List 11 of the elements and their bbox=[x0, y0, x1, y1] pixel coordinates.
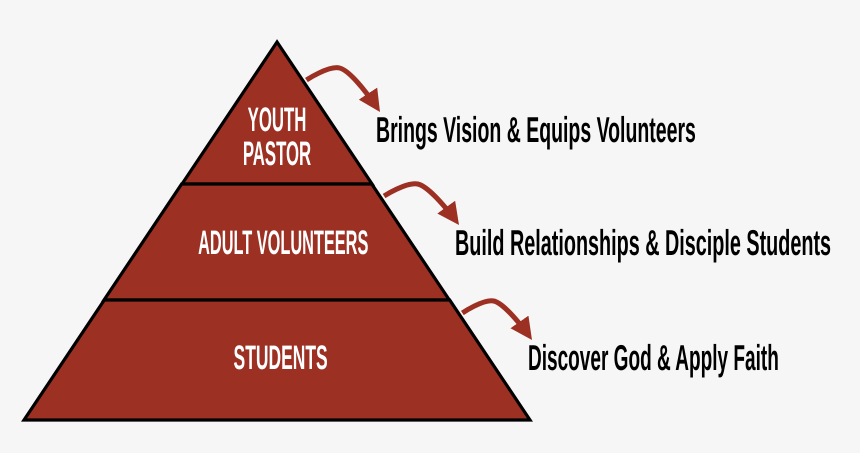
pyramid-tier bbox=[101, 181, 453, 303]
description-text: Build Relationships & Disciple Students bbox=[455, 225, 832, 261]
description-text: Discover God & Apply Faith bbox=[528, 340, 779, 376]
curved-arrow bbox=[305, 65, 382, 114]
pyramid-tier bbox=[178, 39, 376, 187]
description-text: Brings Vision & Equips Volunteers bbox=[376, 112, 696, 148]
tier-label: STUDENTS bbox=[233, 341, 328, 375]
curved-arrow bbox=[461, 298, 534, 342]
tier-label: YOUTH PASTOR bbox=[242, 103, 312, 171]
curved-arrow bbox=[382, 181, 462, 226]
tier-label: ADULT VOLUNTEERS bbox=[198, 226, 368, 260]
